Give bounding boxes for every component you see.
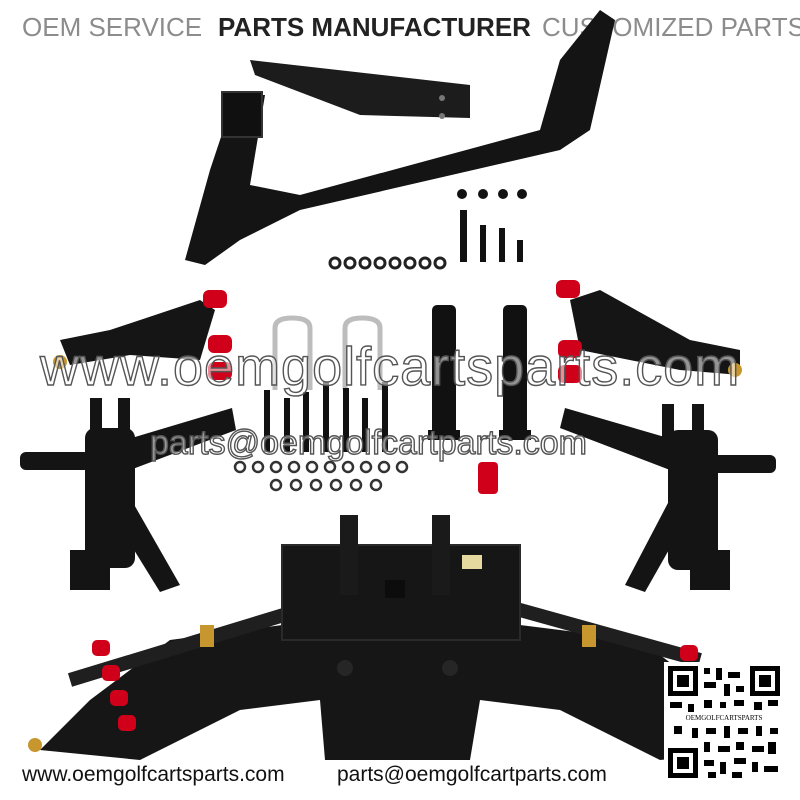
footer-website-link[interactable]: www.oemgolfcartsparts.com [22, 763, 285, 786]
right-spindle [560, 404, 776, 592]
qr-code[interactable]: OEMGOLFCARTSPARTS [664, 662, 784, 782]
hardware-nuts-bolts [328, 189, 527, 270]
shock-absorbers [428, 305, 531, 494]
left-spindle [20, 398, 236, 592]
watermark-website: www.oemgolfcartsparts.com [39, 336, 741, 397]
top-banner: OEM SERVICE PARTS MANUFACTURER CUSTOMIZE… [0, 0, 800, 50]
right-a-arm [556, 280, 742, 383]
left-a-arm [53, 290, 232, 380]
banner-oem-service: OEM SERVICE [22, 12, 203, 42]
banner-parts-manufacturer: PARTS MANUFACTURER [218, 12, 531, 42]
footer-email-link[interactable]: parts@oemgolfcartparts.com [337, 763, 607, 786]
u-bolts [272, 315, 383, 390]
watermark-email: parts@oemgolfcartparts.com [149, 423, 588, 462]
qr-code-graphic [664, 662, 784, 782]
front-cross-member [185, 10, 615, 265]
qr-caption: OEMGOLFCARTSPARTS [664, 714, 784, 722]
center-hardware [233, 382, 409, 492]
rear-lift-block-and-arms [28, 515, 760, 760]
